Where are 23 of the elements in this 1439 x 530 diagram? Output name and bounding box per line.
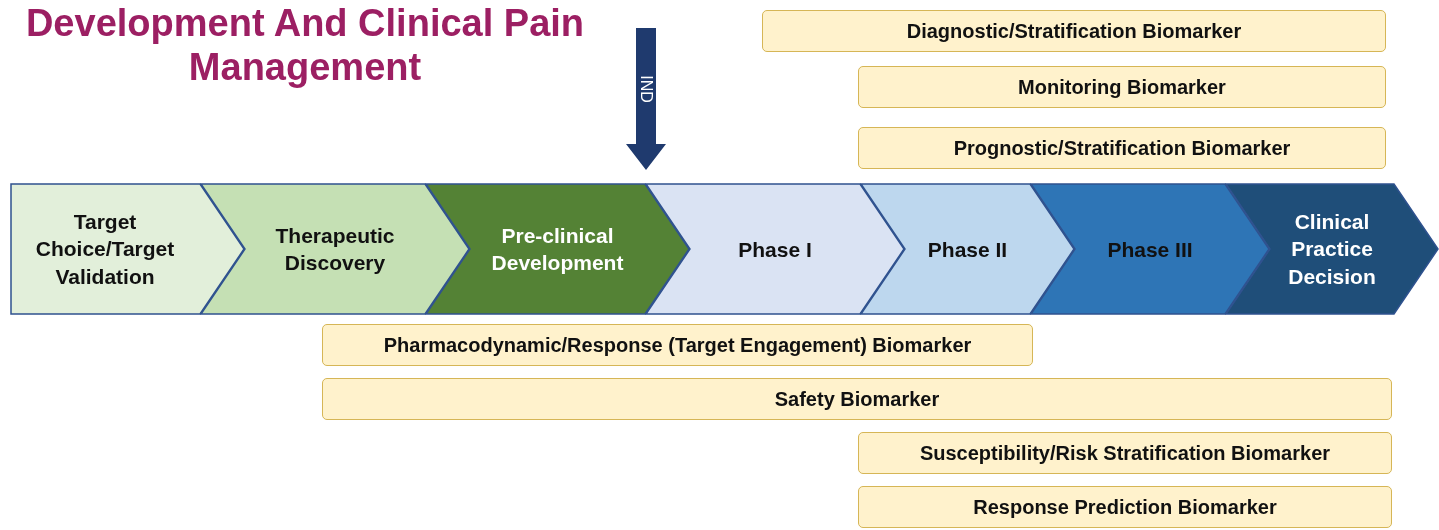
process-step <box>1225 183 1439 315</box>
process-step <box>1030 183 1270 315</box>
stage-label: Clinical Practice Decision <box>1287 209 1377 290</box>
biomarker-bar: Safety Biomarker <box>322 378 1392 420</box>
stage-label: Pre-clinical Development <box>490 222 625 276</box>
stage-label: Phase II <box>926 236 1009 263</box>
stage-label: Therapeutic Discovery <box>274 222 396 276</box>
stage-label: Target Choice/Target Validation <box>34 209 176 290</box>
biomarker-bar: Monitoring Biomarker <box>858 66 1386 108</box>
biomarker-bar: Susceptibility/Risk Stratification Biomarker <box>858 432 1392 474</box>
biomarker-bar: Prognostic/Stratification Biomarker <box>858 127 1386 169</box>
stage-label: Phase III <box>1106 236 1194 263</box>
biomarker-bar: Response Prediction Biomarker <box>858 486 1392 528</box>
title: Development And Clinical Pain Management <box>24 2 586 90</box>
process-step <box>200 183 470 315</box>
process-step <box>425 183 690 315</box>
biomarker-bar: Pharmacodynamic/Response (Target Engagement) Biomarker <box>322 324 1033 366</box>
process-step <box>860 183 1075 315</box>
stage-label: Phase I <box>737 236 813 263</box>
process-step <box>10 183 245 315</box>
biomarker-bar: Diagnostic/Stratification Biomarker <box>762 10 1386 52</box>
process-step <box>645 183 905 315</box>
arrow-label: IND <box>637 74 656 105</box>
